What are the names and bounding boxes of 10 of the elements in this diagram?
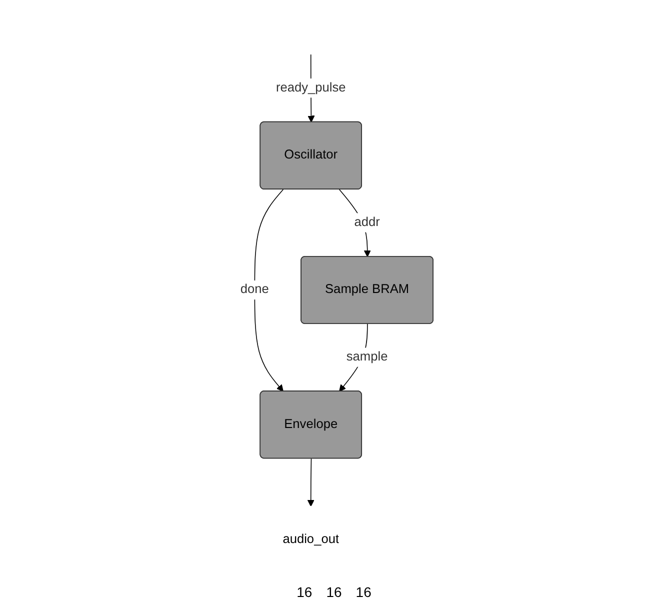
bus-width-label: 16 xyxy=(356,584,372,600)
edge-label: sample xyxy=(346,350,388,364)
arrow xyxy=(307,458,314,507)
bus-width-label: 16 xyxy=(296,584,312,600)
edge-label: ready_pulse xyxy=(276,80,346,95)
bus-width-label: 16 xyxy=(326,584,342,600)
arrow xyxy=(254,189,284,392)
edge-label: addr xyxy=(354,215,380,230)
edge-label: done xyxy=(240,282,270,296)
node-text: audio_out xyxy=(282,532,340,546)
